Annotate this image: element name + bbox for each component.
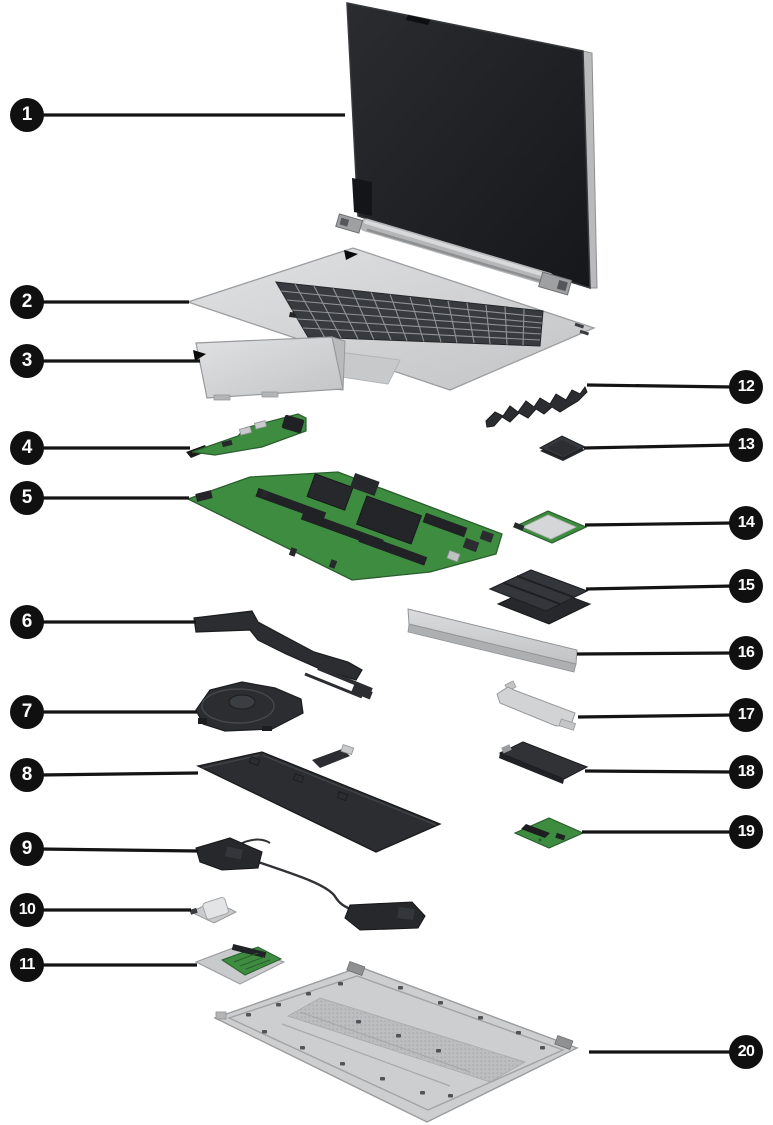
part-wireless-module	[512, 510, 588, 544]
part-connector-board	[513, 817, 585, 849]
part-io-board	[186, 413, 307, 458]
part-small-module	[538, 435, 587, 461]
leader-line-8	[39, 771, 199, 777]
part-card-reader-board	[194, 943, 286, 985]
callout-11: 11	[10, 948, 44, 982]
part-touchpad	[193, 336, 346, 401]
callout-19: 19	[729, 815, 763, 849]
callout-4: 4	[10, 431, 44, 465]
leader-line-16	[576, 651, 734, 656]
callout-18: 18	[729, 755, 763, 789]
part-bracket	[485, 385, 588, 428]
part-fingerprint-reader-module	[189, 896, 238, 924]
leader-line-13	[583, 443, 734, 450]
callout-2: 2	[10, 285, 44, 319]
callout-15: 15	[729, 569, 763, 603]
part-heat-sink	[193, 610, 373, 700]
leader-line-18	[584, 769, 734, 774]
callout-12: 12	[729, 370, 763, 404]
part-system-board	[186, 471, 503, 581]
part-ssd-with-shield	[488, 569, 592, 625]
part-shield-plate	[407, 608, 578, 673]
callout-14: 14	[729, 506, 763, 540]
callout-1: 1	[10, 98, 44, 132]
part-speakers	[195, 837, 426, 931]
callout-9: 9	[10, 832, 44, 866]
callout-17: 17	[729, 698, 763, 732]
callout-5: 5	[10, 481, 44, 515]
part-display-assembly	[335, 2, 598, 296]
part-battery	[196, 744, 442, 853]
callout-8: 8	[10, 758, 44, 792]
part-fan	[195, 681, 304, 732]
callout-10: 10	[10, 893, 44, 927]
leader-line-12	[586, 383, 734, 389]
leader-line-17	[577, 713, 734, 719]
part-ssd	[498, 741, 589, 784]
callout-20: 20	[729, 1035, 763, 1069]
callout-6: 6	[10, 605, 44, 639]
callout-7: 7	[10, 695, 44, 729]
leader-line-14	[584, 521, 734, 527]
leader-line-9	[39, 847, 199, 853]
callout-13: 13	[729, 428, 763, 462]
part-bracket-plate	[496, 680, 577, 731]
part-bottom-cover	[213, 960, 579, 1123]
leader-lines	[39, 113, 734, 1054]
callout-3: 3	[10, 344, 44, 378]
leader-line-15	[585, 584, 734, 591]
callout-16: 16	[729, 636, 763, 670]
